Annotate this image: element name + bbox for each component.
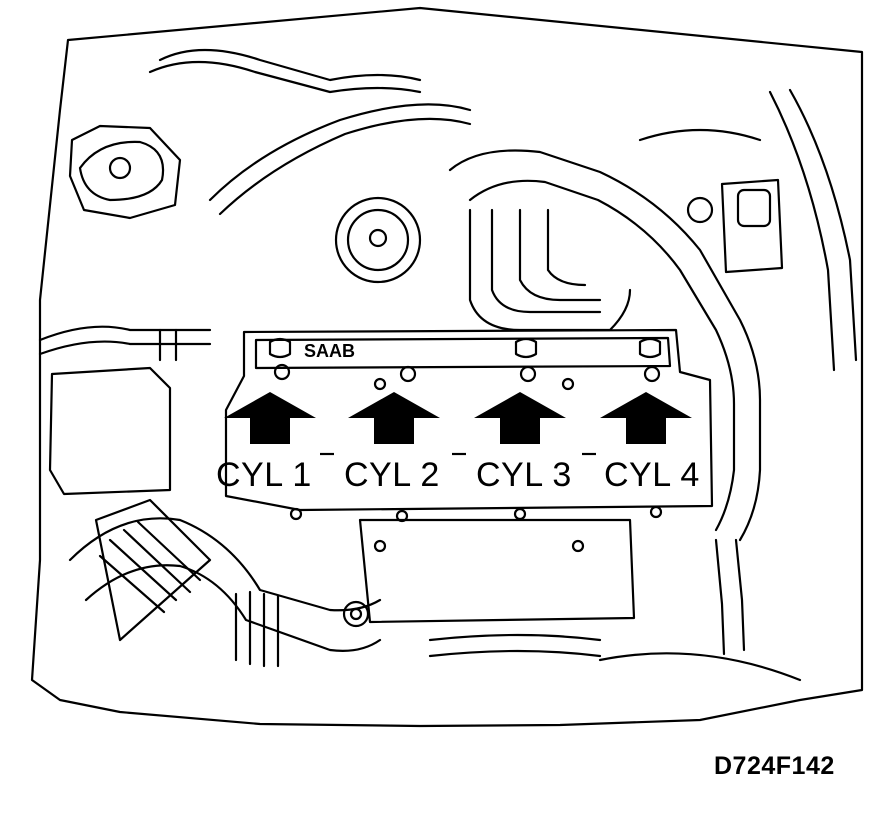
cyl-3-arrow-icon bbox=[474, 392, 566, 444]
figure-code: D724F142 bbox=[714, 752, 835, 780]
cyl-4-arrow-icon bbox=[600, 392, 692, 444]
intake-pipe bbox=[448, 149, 762, 542]
cyl-1-label: CYL 1 bbox=[216, 456, 312, 494]
left-box bbox=[48, 366, 172, 496]
cyl-1-arrow-icon bbox=[224, 392, 316, 444]
brake-reservoir bbox=[720, 178, 784, 274]
air-intake-hose bbox=[68, 517, 382, 612]
upper-hose bbox=[158, 48, 422, 82]
cyl-3-label: CYL 3 bbox=[476, 456, 572, 494]
throttle-body bbox=[342, 600, 370, 628]
cyl-2-arrow-icon bbox=[348, 392, 440, 444]
strut-tower bbox=[68, 124, 182, 220]
cyl-2-label: CYL 2 bbox=[344, 456, 440, 494]
saab-badge: SAAB bbox=[304, 341, 355, 361]
valve-cover bbox=[224, 328, 714, 512]
engine-bay-outline bbox=[30, 6, 864, 728]
oil-filler-cap bbox=[334, 196, 422, 284]
cyl-4-label: CYL 4 bbox=[604, 456, 700, 494]
intake-manifold bbox=[358, 518, 636, 624]
